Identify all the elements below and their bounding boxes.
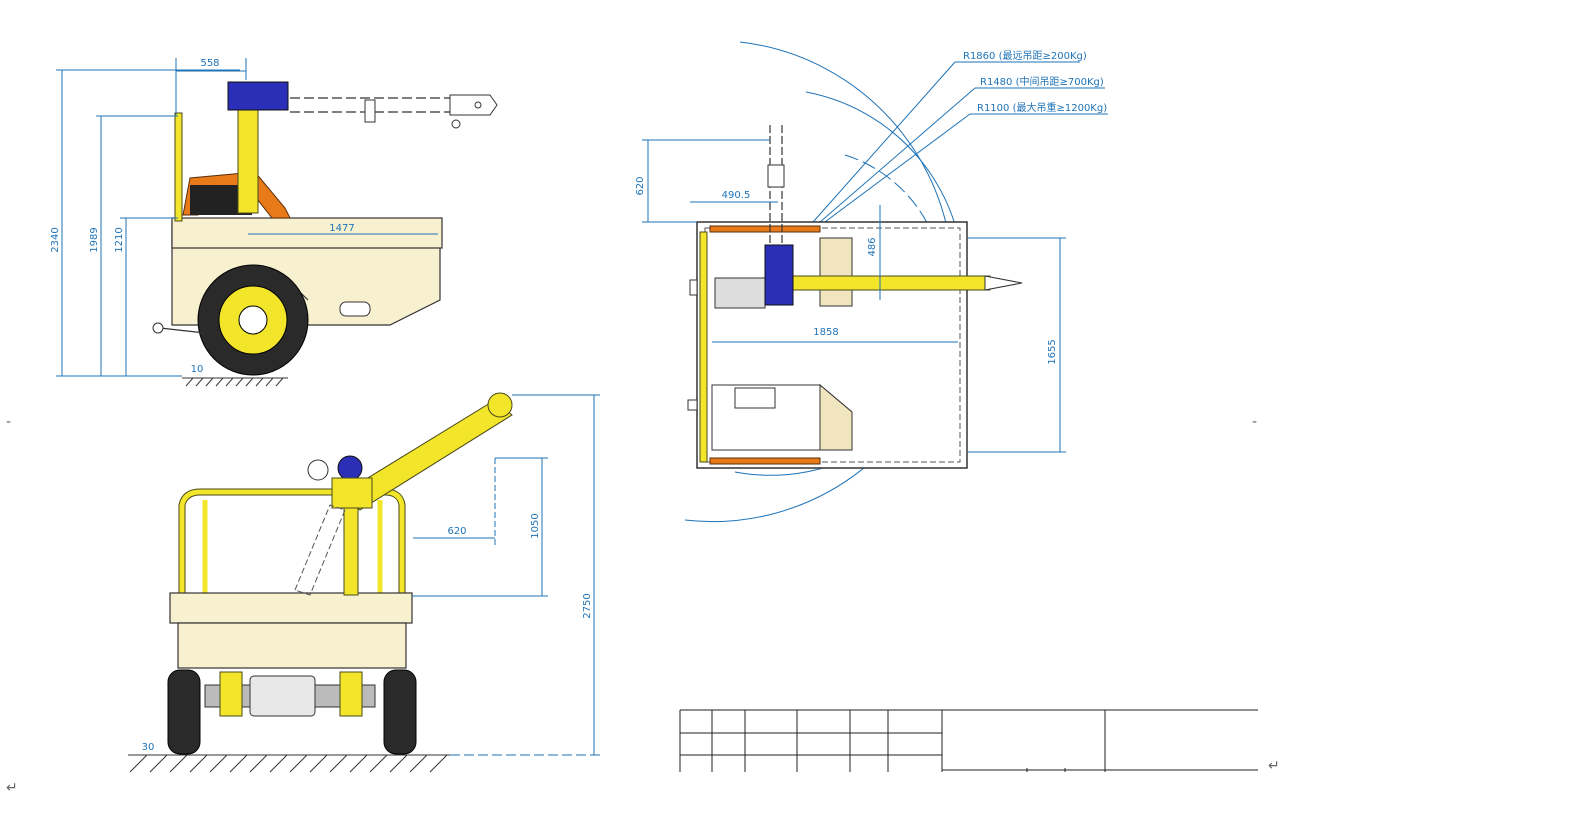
motor-top: [764, 244, 794, 306]
pin-lower-top: [687, 399, 698, 411]
rear-dimension-lines: [412, 394, 600, 756]
body-rear: [177, 622, 407, 669]
rail-left-top: [699, 231, 708, 463]
rear-view: 2750 1050 620 30: [128, 392, 600, 773]
return-mark-left: ↵: [6, 780, 18, 796]
wheel-right-rear: [383, 669, 417, 755]
deck-rear: [169, 592, 413, 624]
dim-10: 10: [191, 364, 204, 375]
crane-column-rear: [343, 499, 359, 596]
ground-hatch-side: [182, 377, 288, 387]
dim-486: 486: [867, 237, 878, 256]
dim-558: 558: [200, 58, 219, 69]
boom-lowered-rear: [294, 504, 346, 596]
boom-tip-rear: [487, 392, 513, 418]
rail-bottom-orange: [709, 457, 821, 465]
pin-upper-top: [689, 279, 698, 296]
boom-top: [779, 275, 991, 291]
dim-1655: 1655: [1047, 339, 1058, 364]
spring-right-rear: [339, 671, 363, 717]
hitch-top: [767, 125, 785, 245]
dim-r1100: R1100 (最大吊重≥1200Kg): [977, 101, 1107, 114]
dim-r1860: R1860 (最远吊距≥200Kg): [963, 50, 1087, 62]
differential-rear: [249, 675, 316, 717]
dim-2340: 2340: [50, 227, 61, 252]
panel-lower-top: [819, 383, 853, 451]
slot-side: [339, 301, 371, 317]
dim-1050: 1050: [530, 513, 541, 538]
dim-1210: 1210: [114, 227, 125, 252]
side-dimension-lines: [56, 58, 438, 377]
mast-pole-side: [174, 112, 183, 222]
top-view: R1860 (最远吊距≥200Kg) R1480 (中间吊距≥700Kg) R1…: [635, 41, 1108, 523]
tow-bar-side: [159, 327, 206, 334]
dim-1858: 1858: [813, 327, 838, 338]
dim-620-rear: 620: [447, 526, 466, 537]
winch-base-top: [714, 277, 766, 309]
motor-rear: [337, 455, 363, 481]
dim-30: 30: [142, 742, 155, 753]
turret-rear: [331, 477, 373, 509]
slot-top: [734, 387, 776, 409]
dim-2750: 2750: [582, 593, 593, 618]
boom-side: [290, 94, 498, 129]
roll-cage-fill: [179, 489, 405, 595]
dash-mark-left: -: [6, 414, 11, 430]
side-view: 558 2340 1989 1210 1477 10: [50, 58, 498, 387]
dim-1477: 1477: [329, 223, 354, 234]
radius-leaders: [789, 61, 1108, 249]
hub-side: [238, 305, 268, 335]
drum-rear: [307, 459, 329, 481]
ground-hatch-rear: [128, 754, 450, 773]
tow-eye-side: [152, 322, 164, 334]
hook-tip-top: [984, 275, 1023, 291]
crane-column-side: [237, 94, 259, 214]
dim-490-5: 490.5: [722, 190, 751, 201]
dash-mark-right: -: [1252, 414, 1257, 430]
dim-r1480: R1480 (中间吊距≥700Kg): [980, 75, 1104, 88]
return-mark-right: ↵: [1268, 758, 1280, 774]
rail-top-orange: [709, 225, 821, 233]
spring-left-rear: [219, 671, 243, 717]
dim-620-top: 620: [635, 176, 646, 195]
wheel-left-rear: [167, 669, 201, 755]
motor-side: [227, 81, 289, 111]
top-dimension-lines: [642, 139, 1066, 453]
title-block: [679, 709, 1258, 772]
deck-side: [171, 217, 443, 249]
dim-1989: 1989: [89, 227, 100, 252]
panel-upper-top: [819, 237, 853, 307]
